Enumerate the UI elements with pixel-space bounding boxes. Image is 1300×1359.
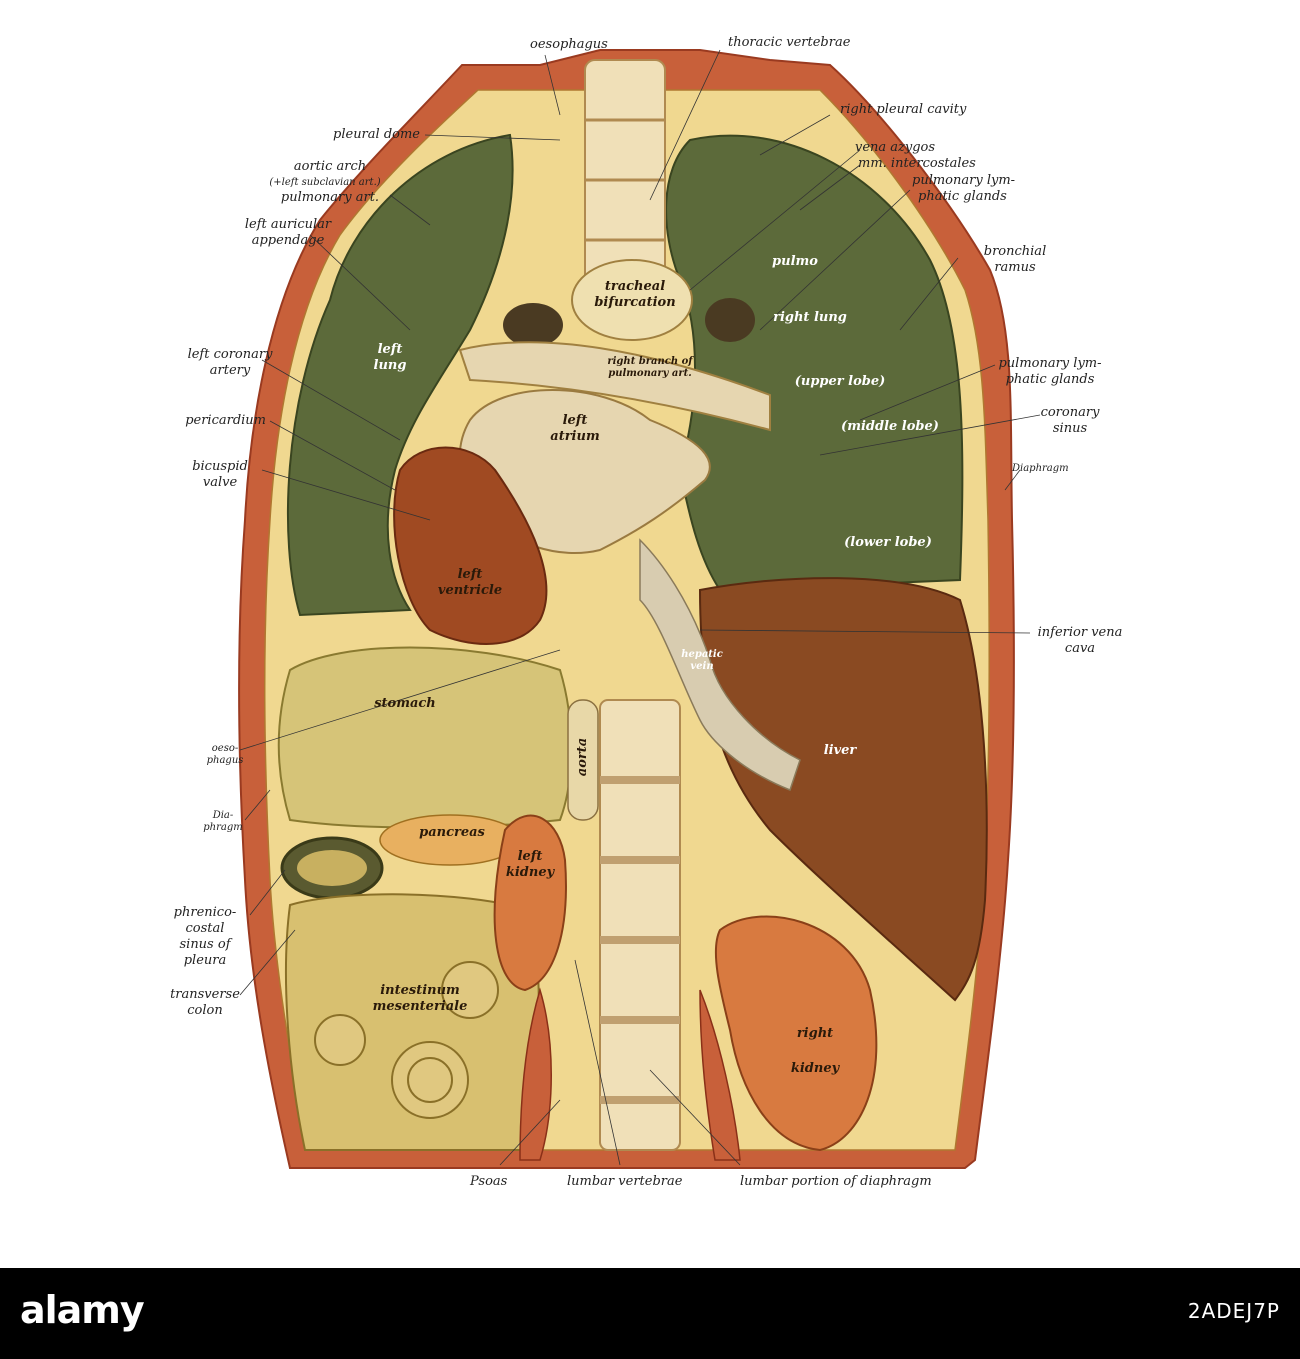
psoas-right xyxy=(699,989,741,1161)
label-oesophagus: oesophagus xyxy=(530,37,608,52)
stomach xyxy=(277,646,573,829)
label-pulm-lymph-1b: phatic glands xyxy=(918,189,1007,204)
label-vena-azygos: vena azygos xyxy=(855,140,936,155)
organ-tracheal-a: tracheal xyxy=(604,279,666,294)
organ-intestinum-b: mesenteriale xyxy=(372,999,468,1014)
right-kidney xyxy=(714,915,878,1152)
label-phrenico-d: pleura xyxy=(183,953,227,968)
label-phrenico-a: phrenico- xyxy=(173,905,237,920)
organ-pancreas: pancreas xyxy=(419,825,485,840)
label-diaphragm-right: Diaphragm xyxy=(1012,463,1069,474)
image-id: 2ADEJ7P xyxy=(1187,1299,1280,1323)
torso-cross-section xyxy=(237,49,1041,1169)
label-pleural-dome: pleural dome xyxy=(333,127,420,142)
label-transverse-a: transverse xyxy=(170,987,240,1002)
left-kidney xyxy=(493,814,567,992)
label-phrenico-c: sinus of xyxy=(179,937,231,952)
organ-left-kidney-a: left xyxy=(517,849,543,864)
label-left-coronary-a: left coronary xyxy=(187,347,273,362)
label-left-auricular-b: appendage xyxy=(251,233,325,248)
organ-right-kidney-a: right xyxy=(796,1026,834,1041)
tracheal-bifurcation xyxy=(571,259,693,341)
label-pulm-lymph-2b: phatic glands xyxy=(1005,372,1095,387)
organ-left-ventricle-a: left xyxy=(457,567,483,582)
label-transverse-b: colon xyxy=(187,1003,223,1018)
label-pulmonary-art: pulmonary art. xyxy=(280,190,380,205)
label-bronchial-a: bronchial xyxy=(983,244,1047,259)
hepatic-vein xyxy=(639,538,801,791)
watermark-bar xyxy=(0,1268,1300,1359)
organ-upper-lobe: (upper lobe) xyxy=(794,374,886,389)
label-lumbar-vertebrae: lumbar vertebrae xyxy=(567,1174,683,1189)
label-oesophagus-left-b: phagus xyxy=(206,755,244,766)
anatomy-illustration: oesophagus thoracic vertebrae right pleu… xyxy=(170,35,1123,1189)
organ-middle-lobe: (middle lobe) xyxy=(841,419,939,434)
organ-stomach: stomach xyxy=(374,696,436,711)
label-mm-intercostales: mm. intercostales xyxy=(858,156,976,171)
label-left-coronary-b: artery xyxy=(209,363,251,378)
organ-left-atrium-a: left xyxy=(562,413,588,428)
pulmonary-branch xyxy=(458,341,771,432)
label-pulm-lymph-1a: pulmonary lym- xyxy=(912,173,1016,188)
label-thoracic-vertebrae: thoracic vertebrae xyxy=(728,35,851,50)
label-pulm-lymph-2a: pulmonary lym- xyxy=(998,356,1102,371)
organ-lower-lobe: (lower lobe) xyxy=(844,535,932,550)
organ-left-atrium-b: atrium xyxy=(550,429,600,444)
organ-left-lung-b: lung xyxy=(373,358,407,373)
label-inferior-vena-b: cava xyxy=(1064,641,1096,656)
label-coronary-sinus-a: coronary xyxy=(1040,405,1100,420)
label-bronchial-b: ramus xyxy=(994,260,1036,275)
organ-left-lung-a: left xyxy=(377,342,403,357)
label-aortic-arch: aortic arch xyxy=(293,159,367,174)
label-diaphragm-left-b: phragm xyxy=(203,822,243,833)
leader-lines xyxy=(239,49,1041,1166)
label-coronary-sinus-b: sinus xyxy=(1052,421,1088,436)
organ-right-lung: right lung xyxy=(773,310,847,325)
aorta xyxy=(567,699,599,821)
organ-tracheal-b: bifurcation xyxy=(594,295,676,310)
organ-liver: liver xyxy=(823,743,857,758)
organ-right-branch-a: right branch of xyxy=(607,356,693,367)
lumbar-spine xyxy=(599,699,681,1151)
label-inferior-vena-a: inferior vena xyxy=(1037,625,1123,640)
organ-right-branch-b: pulmonary art. xyxy=(608,368,692,379)
liver xyxy=(698,577,988,1002)
organ-left-kidney-b: kidney xyxy=(505,865,555,880)
label-psoas: Psoas xyxy=(470,1174,508,1189)
label-bicuspid-a: bicuspid xyxy=(192,459,248,474)
label-oesophagus-left-a: oeso- xyxy=(211,743,239,754)
label-right-pleural-cavity: right pleural cavity xyxy=(840,102,967,117)
label-bicuspid-b: valve xyxy=(202,475,238,490)
label-phrenico-b: costal xyxy=(185,921,225,936)
organ-aorta: aorta xyxy=(575,737,590,777)
label-left-auricular-a: left auricular xyxy=(244,217,332,232)
left-lung xyxy=(286,133,514,617)
label-lumbar-diaphragm: lumbar portion of diaphragm xyxy=(740,1174,932,1189)
left-ventricle xyxy=(393,446,548,645)
alamy-logo: alamy xyxy=(20,1288,145,1332)
organ-left-ventricle-b: ventricle xyxy=(437,583,503,598)
label-diaphragm-left-a: Dia- xyxy=(212,810,234,821)
organ-hepatic-a: hepatic xyxy=(681,649,723,660)
label-left-subclavian: (+left subclavian art.) xyxy=(269,177,381,188)
organ-intestinum-a: intestinum xyxy=(380,983,460,998)
label-pericardium: pericardium xyxy=(185,413,266,428)
organ-hepatic-b: vein xyxy=(690,661,714,672)
organ-pulmo: pulmo xyxy=(772,254,818,269)
organ-right-kidney-b: kidney xyxy=(790,1061,840,1076)
